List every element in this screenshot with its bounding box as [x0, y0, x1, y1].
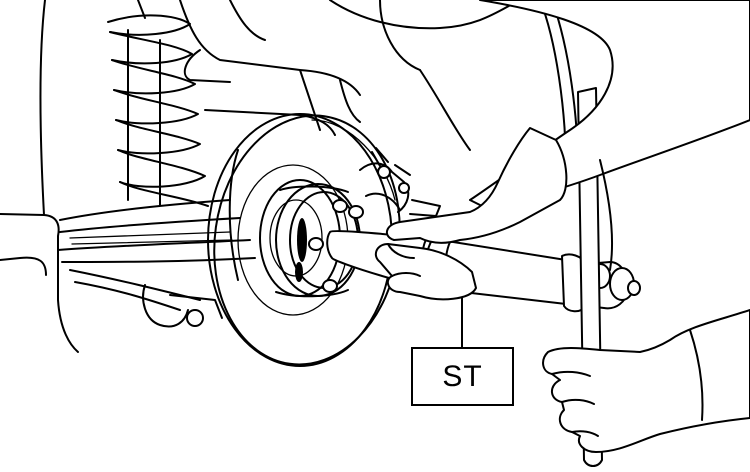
suspension-arm	[58, 200, 255, 327]
body-panel	[0, 0, 578, 352]
brake-caliper	[360, 148, 440, 216]
technician-hands	[376, 0, 750, 452]
wheel-hub	[260, 180, 363, 296]
callout-box: ST	[411, 347, 514, 406]
upper-chassis	[180, 0, 470, 150]
callout-label: ST	[442, 359, 483, 393]
coil-spring	[108, 0, 208, 206]
